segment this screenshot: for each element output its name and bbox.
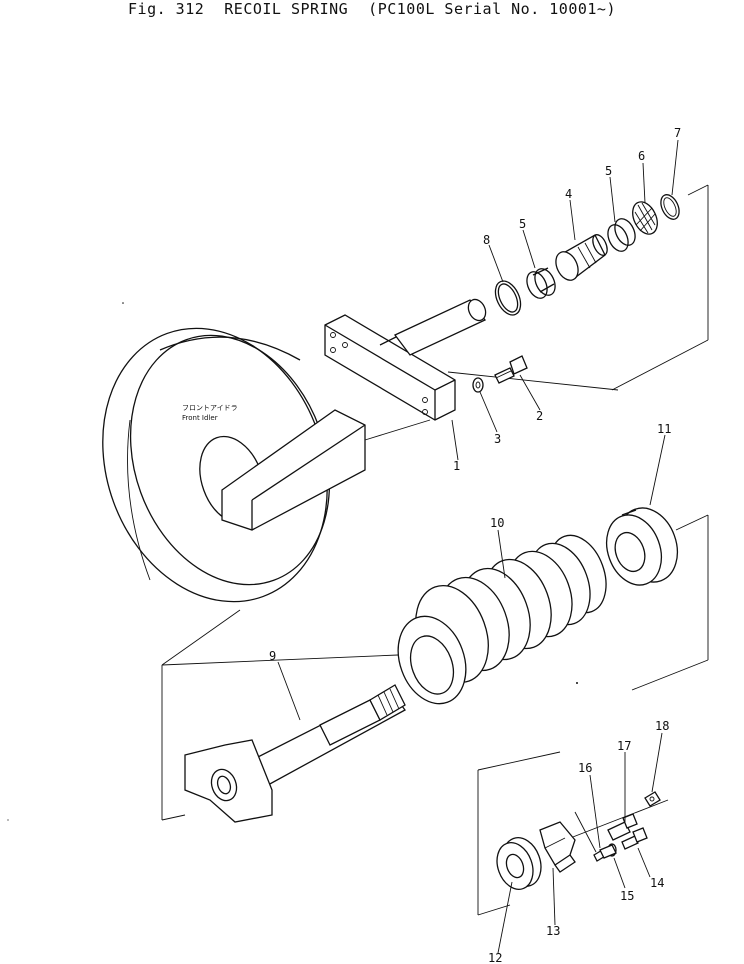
- front-idler: フロントアイドラ Front Idler: [102, 327, 331, 603]
- figure-serial: (PC100L Serial No. 10001~): [368, 0, 616, 18]
- idler-shaft: [221, 409, 431, 531]
- callout-15: 15: [620, 889, 634, 903]
- callout-13: 13: [546, 924, 560, 938]
- scan-specks: [7, 302, 578, 821]
- middle-group-frame: [631, 514, 709, 691]
- callout-12: 12: [488, 951, 502, 964]
- callout-11: 11: [657, 422, 671, 436]
- lock-plate-part-13: [539, 821, 576, 873]
- cap-part-18: [644, 791, 661, 807]
- callout-1: 1: [453, 459, 460, 473]
- callout-10: 10: [490, 516, 504, 530]
- lower-group-frame: [161, 609, 399, 821]
- valve-group-frame: [477, 751, 669, 916]
- callout-18: 18: [655, 719, 669, 733]
- bushing-part-5b: [607, 218, 636, 252]
- rod-part-9: [184, 684, 406, 823]
- callout-3: 3: [494, 432, 501, 446]
- callout-9: 9: [269, 649, 276, 663]
- bolt-part-14: [621, 827, 648, 850]
- idler-label-en: Front Idler: [182, 414, 218, 422]
- callout-2: 2: [536, 409, 543, 423]
- callout-5b: 5: [605, 164, 612, 178]
- piston-part-4: [555, 234, 608, 281]
- callout-6: 6: [638, 149, 645, 163]
- leader-lines: [277, 139, 679, 954]
- callout-17: 17: [617, 739, 631, 753]
- figure-number: Fig. 312: [128, 0, 205, 18]
- nut-part-12: [496, 837, 542, 890]
- callout-4: 4: [565, 187, 572, 201]
- callout-14: 14: [650, 876, 664, 890]
- spring-seat-part-11: [605, 507, 678, 586]
- upper-group-frame: [447, 184, 709, 391]
- callout-numbers: 1 2 3 4 5 5 6 7 8 9 10 11 12 13 14 15 16…: [269, 126, 681, 964]
- valve-part-17: [607, 813, 638, 841]
- idler-label-jp: フロントアイドラ: [182, 404, 238, 412]
- o-ring-part-8: [494, 280, 522, 316]
- figure-name: RECOIL SPRING: [224, 0, 349, 18]
- washer-part-3: [472, 377, 484, 393]
- yoke-part-1: [324, 314, 456, 421]
- seal-part-6: [632, 201, 658, 235]
- bolt-part-2: [494, 355, 528, 384]
- fitting-part-16: [574, 811, 617, 862]
- bushing-part-5a: [526, 267, 556, 299]
- figure-title: Fig. 312 RECOIL SPRING (PC100L Serial No…: [0, 0, 744, 26]
- callout-7: 7: [674, 126, 681, 140]
- callout-8: 8: [483, 233, 490, 247]
- callout-16: 16: [578, 761, 592, 775]
- yoke-rod: [393, 298, 487, 356]
- snap-ring-part-7: [660, 194, 680, 220]
- callout-5a: 5: [519, 217, 526, 231]
- recoil-spring-part-10: [397, 534, 607, 705]
